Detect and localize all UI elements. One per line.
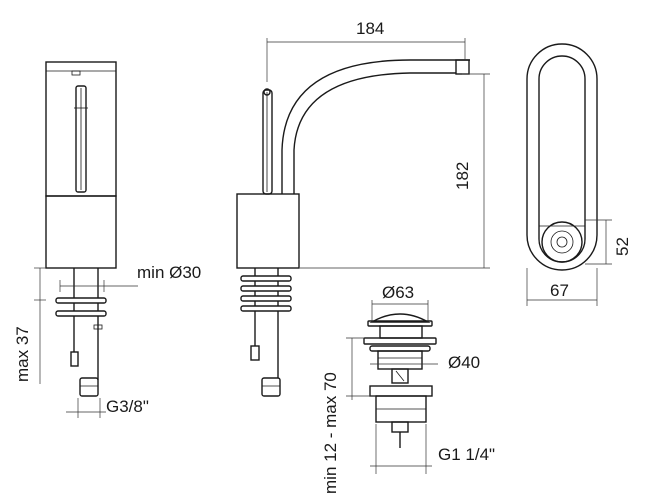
front-view (45, 61, 117, 397)
side-view (236, 59, 470, 397)
top-view-dimensions (526, 219, 612, 306)
dimension-label-max-37: max 37 (13, 326, 32, 382)
drain-dimensions (346, 300, 438, 474)
side-view-dimensions (266, 38, 490, 269)
dimension-label-g1-1-4: G1 1/4" (438, 445, 495, 464)
dimension-label-52: 52 (613, 237, 632, 256)
dimension-label-g3-8: G3/8" (106, 397, 149, 416)
dimension-label-67: 67 (550, 281, 569, 300)
dimension-label-min-12-max-70: min 12 - max 70 (321, 372, 340, 494)
top-view (526, 43, 598, 271)
dimension-label-min-dia-30: min Ø30 (137, 263, 201, 282)
dimension-label-184: 184 (356, 19, 384, 38)
dimension-label-182: 182 (453, 162, 472, 190)
front-view-dimensions (34, 267, 138, 418)
dimension-label-dia-40: Ø40 (448, 353, 480, 372)
drain-view (363, 313, 437, 448)
dimension-label-dia-63: Ø63 (382, 283, 414, 302)
